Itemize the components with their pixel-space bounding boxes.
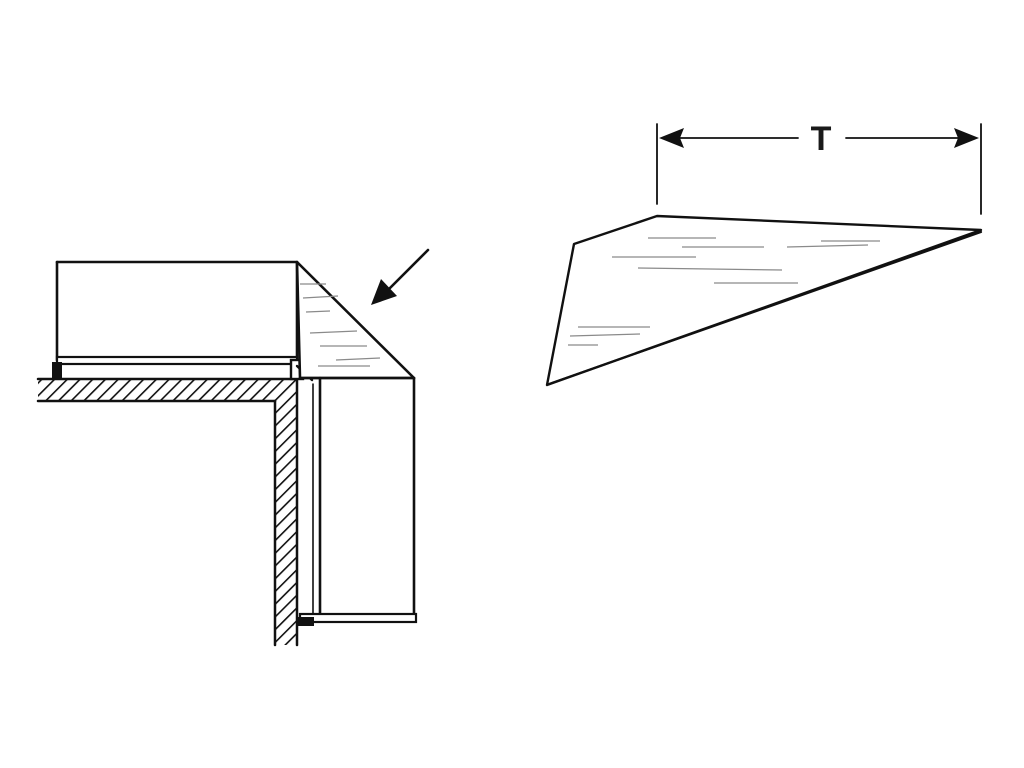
pointer-arrow: [371, 248, 430, 305]
corner-shelf-glass: [295, 260, 416, 380]
dimension-t: T: [656, 120, 982, 215]
side-panel-rail: [298, 612, 418, 624]
corner-shelf: [295, 260, 416, 380]
shelf-detail-view: T: [545, 120, 983, 387]
wall-top-hatch: [38, 379, 294, 401]
top-panel-rail: [55, 355, 299, 366]
top-panel-foot: [52, 362, 62, 379]
side-panel: [297, 376, 418, 626]
dimension-arrow-left: [659, 128, 684, 148]
dimension-arrow-right: [954, 128, 979, 148]
wall-side-hatch: [275, 379, 297, 645]
pointer-arrow-head: [371, 279, 397, 305]
wall-section: [36, 377, 299, 647]
shelf-plate: [545, 214, 983, 387]
side-panel-foot: [297, 617, 314, 626]
corner-installation-view: [36, 248, 430, 647]
top-panel: [52, 260, 299, 379]
dimension-label: T: [811, 120, 832, 158]
shelf-plate-outline: [545, 214, 983, 387]
